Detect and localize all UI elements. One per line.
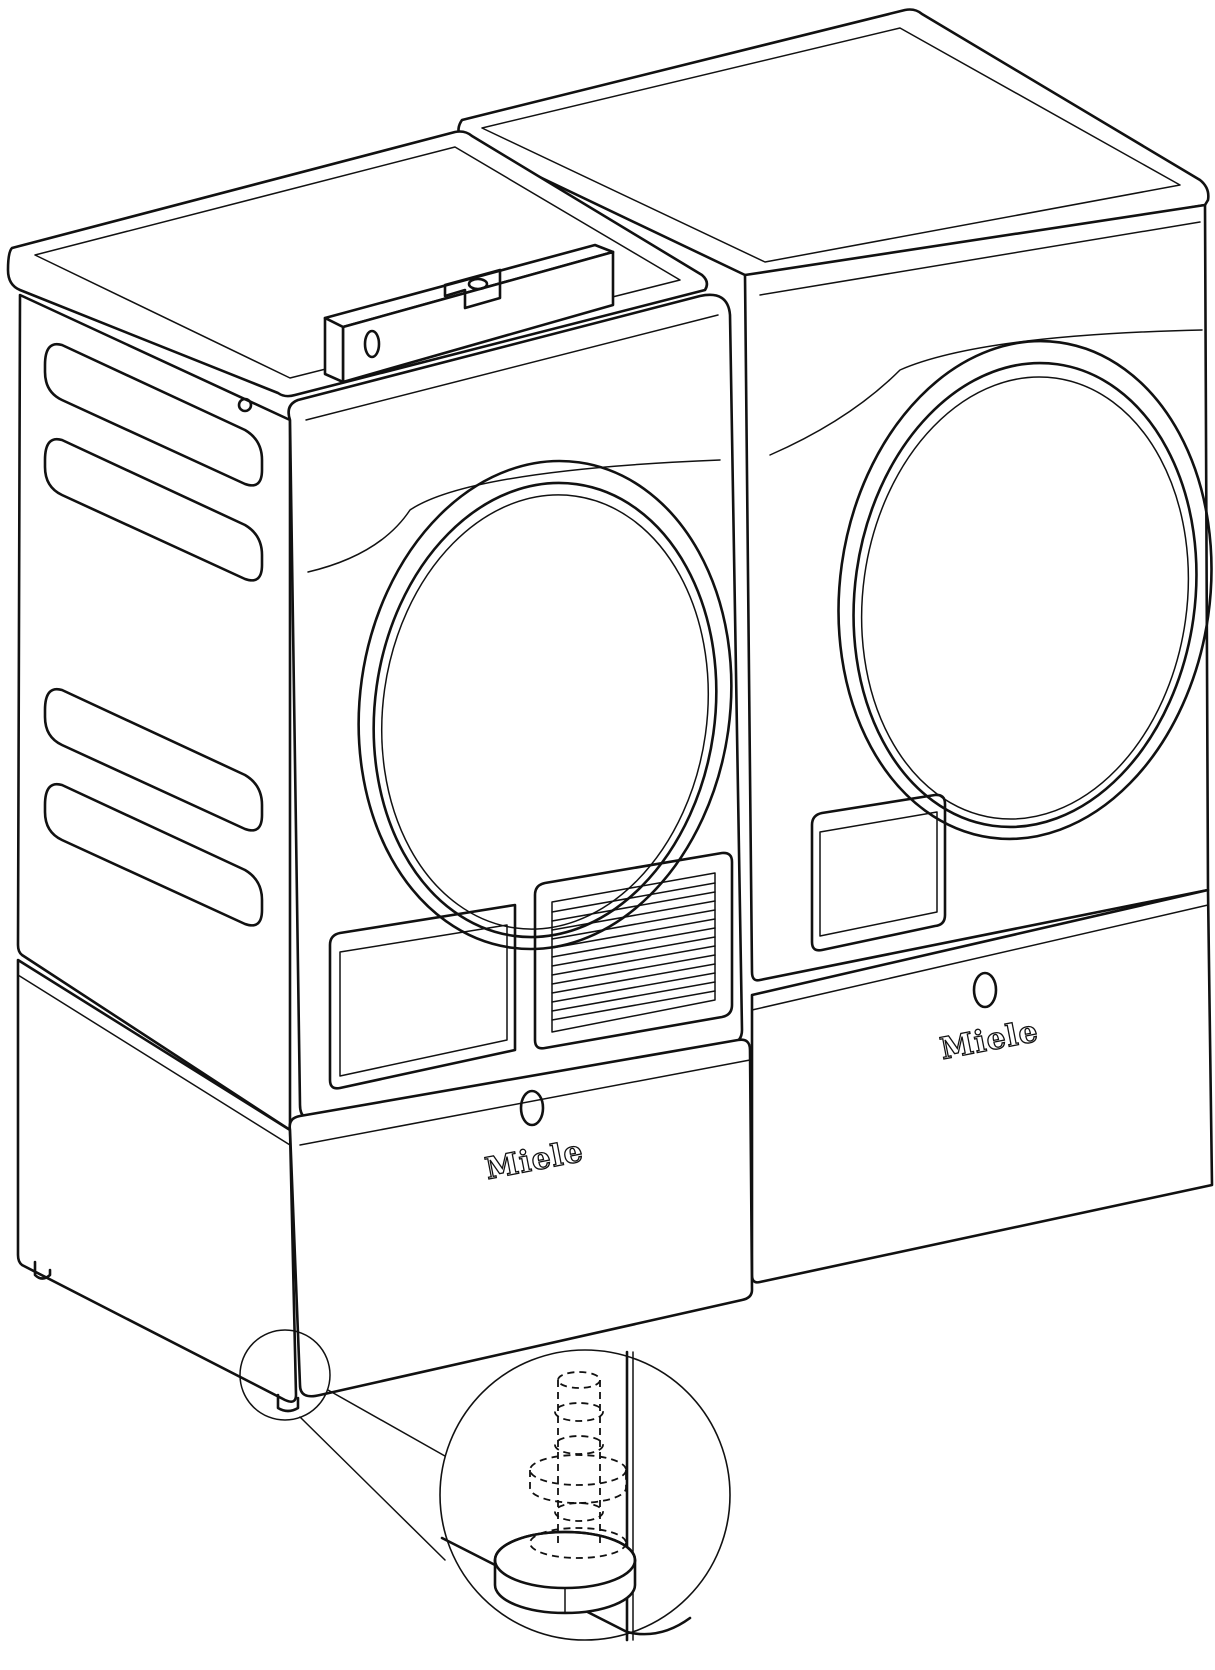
- left-dryer-side-ribs: [43, 342, 264, 927]
- adjustable-foot-detail: [493, 1371, 637, 1615]
- right-dryer-body: [743, 203, 1210, 982]
- foot-detail-callout: [239, 1329, 731, 1642]
- left-pedestal-side: [16, 958, 298, 1403]
- right-dryer-service-flap: [810, 793, 947, 952]
- spirit-level: [323, 243, 615, 384]
- right-pedestal: Miele: [750, 888, 1214, 1284]
- left-dryer: [6, 130, 744, 1132]
- left-pedestal-handle: [519, 1089, 545, 1127]
- right-dryer: [457, 8, 1213, 982]
- right-dryer-porthole: [837, 339, 1213, 841]
- left-dryer-side: [16, 293, 292, 1132]
- callout-marker-circle: [239, 1329, 331, 1421]
- right-pedestal-handle: [972, 971, 998, 1009]
- left-dryer-service-flap: [328, 903, 517, 1090]
- left-pedestal-front: [288, 1038, 754, 1398]
- left-pedestal: Miele: [16, 958, 754, 1413]
- left-dryer-air-grille: [533, 851, 734, 1050]
- left-dryer-top: [6, 130, 709, 398]
